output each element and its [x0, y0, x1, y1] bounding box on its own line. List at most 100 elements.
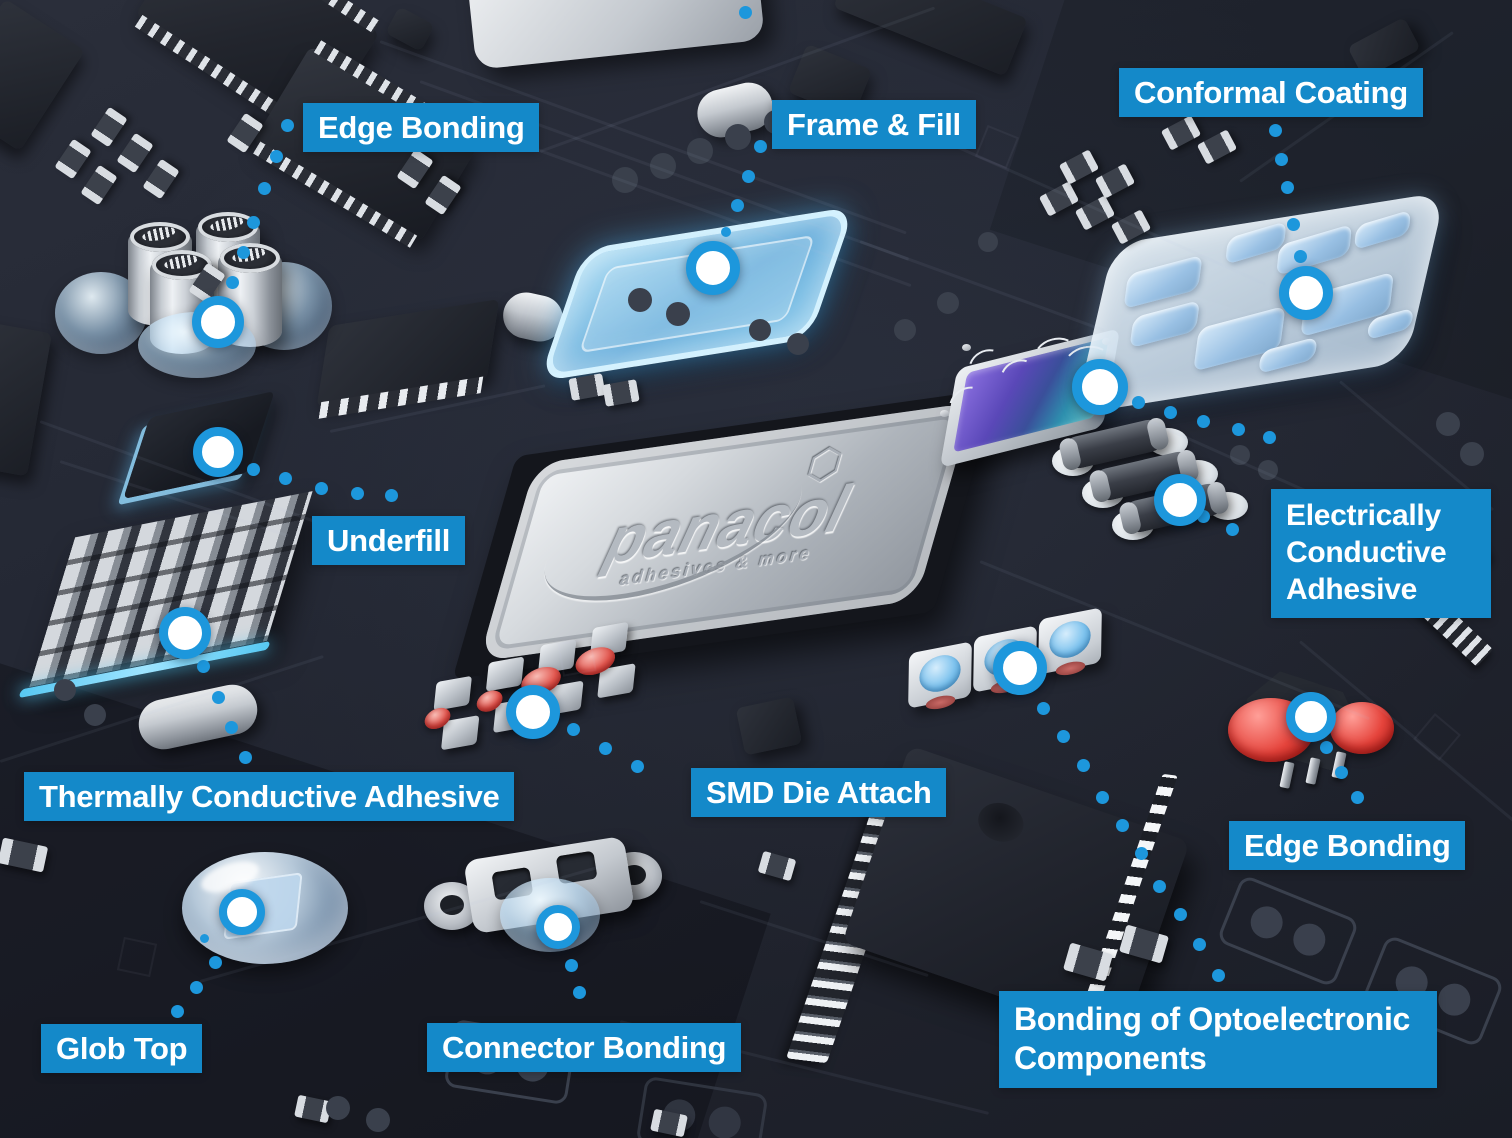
frame-and-fill-component	[538, 206, 856, 382]
leader-dot	[1095, 790, 1109, 804]
soic-chip	[316, 299, 500, 419]
via-pad	[612, 167, 638, 193]
smd-capacitor	[757, 850, 797, 882]
leader-dot	[189, 980, 203, 994]
via-pad	[1258, 460, 1278, 480]
leader-dot	[1131, 395, 1145, 409]
leader-dot	[730, 198, 744, 212]
via-pad	[787, 333, 809, 355]
label-thermally-conductive-adhesive[interactable]: Thermally Conductive Adhesive	[24, 772, 515, 821]
leader-dot	[1196, 414, 1210, 428]
leader-dot	[1274, 152, 1288, 166]
leader-dot	[1231, 422, 1245, 436]
smd-led	[1038, 607, 1102, 675]
hotspot-marker[interactable]	[219, 889, 265, 935]
leader-dot	[199, 933, 209, 943]
label-conformal-coating[interactable]: Conformal Coating	[1119, 68, 1423, 117]
wire-pad	[962, 344, 971, 351]
leader-dot	[1319, 740, 1333, 754]
label-underfill[interactable]: Underfill	[312, 516, 466, 565]
via-pad	[1460, 442, 1484, 466]
silkscreen-footprint	[1216, 874, 1360, 988]
label-glob-top[interactable]: Glob Top	[41, 1024, 203, 1073]
hotspot-marker[interactable]	[686, 241, 740, 295]
smd-pad	[485, 656, 525, 692]
via-pad	[687, 138, 713, 164]
red-adhesive-blob	[1330, 702, 1394, 754]
leader-dot	[1293, 249, 1307, 263]
leader-dot	[196, 659, 210, 673]
hotspot-marker[interactable]	[192, 296, 244, 348]
leader-dot	[208, 955, 222, 969]
hotspot-marker[interactable]	[193, 427, 243, 477]
leader-dot	[225, 275, 239, 289]
leader-dot	[598, 741, 612, 755]
leader-dot	[721, 227, 731, 237]
coated-component	[1353, 209, 1412, 251]
ic-chip	[0, 0, 86, 152]
hotspot-marker[interactable]	[993, 641, 1047, 695]
panacol-logo-swoosh	[536, 434, 810, 628]
leader-dot	[1134, 846, 1148, 860]
hotspot-marker[interactable]	[1154, 474, 1206, 526]
leader-dot	[257, 181, 271, 195]
ic-chip	[833, 0, 1028, 77]
label-bonding-optoelectronic[interactable]: Bonding of Optoelectronic Components	[999, 991, 1437, 1088]
leader-dot	[1056, 729, 1070, 743]
hotspot-marker[interactable]	[1286, 692, 1336, 742]
via-pad	[937, 292, 959, 314]
via-pad	[628, 288, 652, 312]
smd-capacitor	[90, 106, 128, 148]
hotspot-marker[interactable]	[1279, 266, 1333, 320]
label-connector-bonding[interactable]: Connector Bonding	[427, 1023, 742, 1072]
label-smd-die-attach[interactable]: SMD Die Attach	[691, 768, 947, 817]
leader-dot	[566, 722, 580, 736]
leader-dot	[753, 139, 767, 153]
hotspot-marker[interactable]	[506, 685, 560, 739]
hotspot-marker[interactable]	[159, 607, 211, 659]
smd-component	[735, 696, 803, 756]
chip-leads	[318, 376, 484, 419]
via-pad	[54, 679, 76, 701]
leader-dot	[1163, 405, 1177, 419]
leader-dot	[738, 5, 752, 19]
via-pad	[366, 1108, 390, 1132]
leader-dot	[1076, 758, 1090, 772]
leader-dot	[280, 118, 294, 132]
label-frame-fill[interactable]: Frame & Fill	[772, 100, 976, 149]
leader-dot	[269, 149, 283, 163]
hotspot-marker[interactable]	[536, 905, 580, 949]
glob-top-blob	[182, 852, 348, 964]
leader-dot	[1152, 879, 1166, 893]
via-pad	[749, 319, 771, 341]
leader-dot	[350, 486, 364, 500]
leader-dot	[1192, 937, 1206, 951]
metal-lid-chip	[465, 0, 765, 70]
via-pad	[978, 232, 998, 252]
leader-dot	[314, 481, 328, 495]
leader-dot	[1268, 123, 1282, 137]
smd-capacitor	[80, 164, 118, 206]
leader-dot	[1115, 818, 1129, 832]
via-pad	[666, 302, 690, 326]
smd-led	[908, 641, 972, 709]
via-pad	[650, 153, 676, 179]
leader-dot	[1286, 217, 1300, 231]
leader-dot	[170, 1004, 184, 1018]
hotspot-marker[interactable]	[1072, 359, 1128, 415]
leader-dot	[278, 471, 292, 485]
leader-dot	[1350, 790, 1364, 804]
ic-chip	[0, 318, 52, 477]
leader-dot	[246, 462, 260, 476]
via-pad	[725, 124, 751, 150]
leader-dot	[1334, 765, 1348, 779]
label-electrically-conductive-adhesive[interactable]: Electrically Conductive Adhesive	[1271, 489, 1491, 618]
label-edge-bonding-top[interactable]: Edge Bonding	[303, 103, 540, 152]
smd-capacitor	[568, 373, 606, 401]
leader-dot	[236, 245, 250, 259]
leader-dot	[1262, 430, 1276, 444]
leader-dot	[211, 690, 225, 704]
via-pad	[84, 704, 106, 726]
label-edge-bonding-right[interactable]: Edge Bonding	[1229, 821, 1466, 870]
